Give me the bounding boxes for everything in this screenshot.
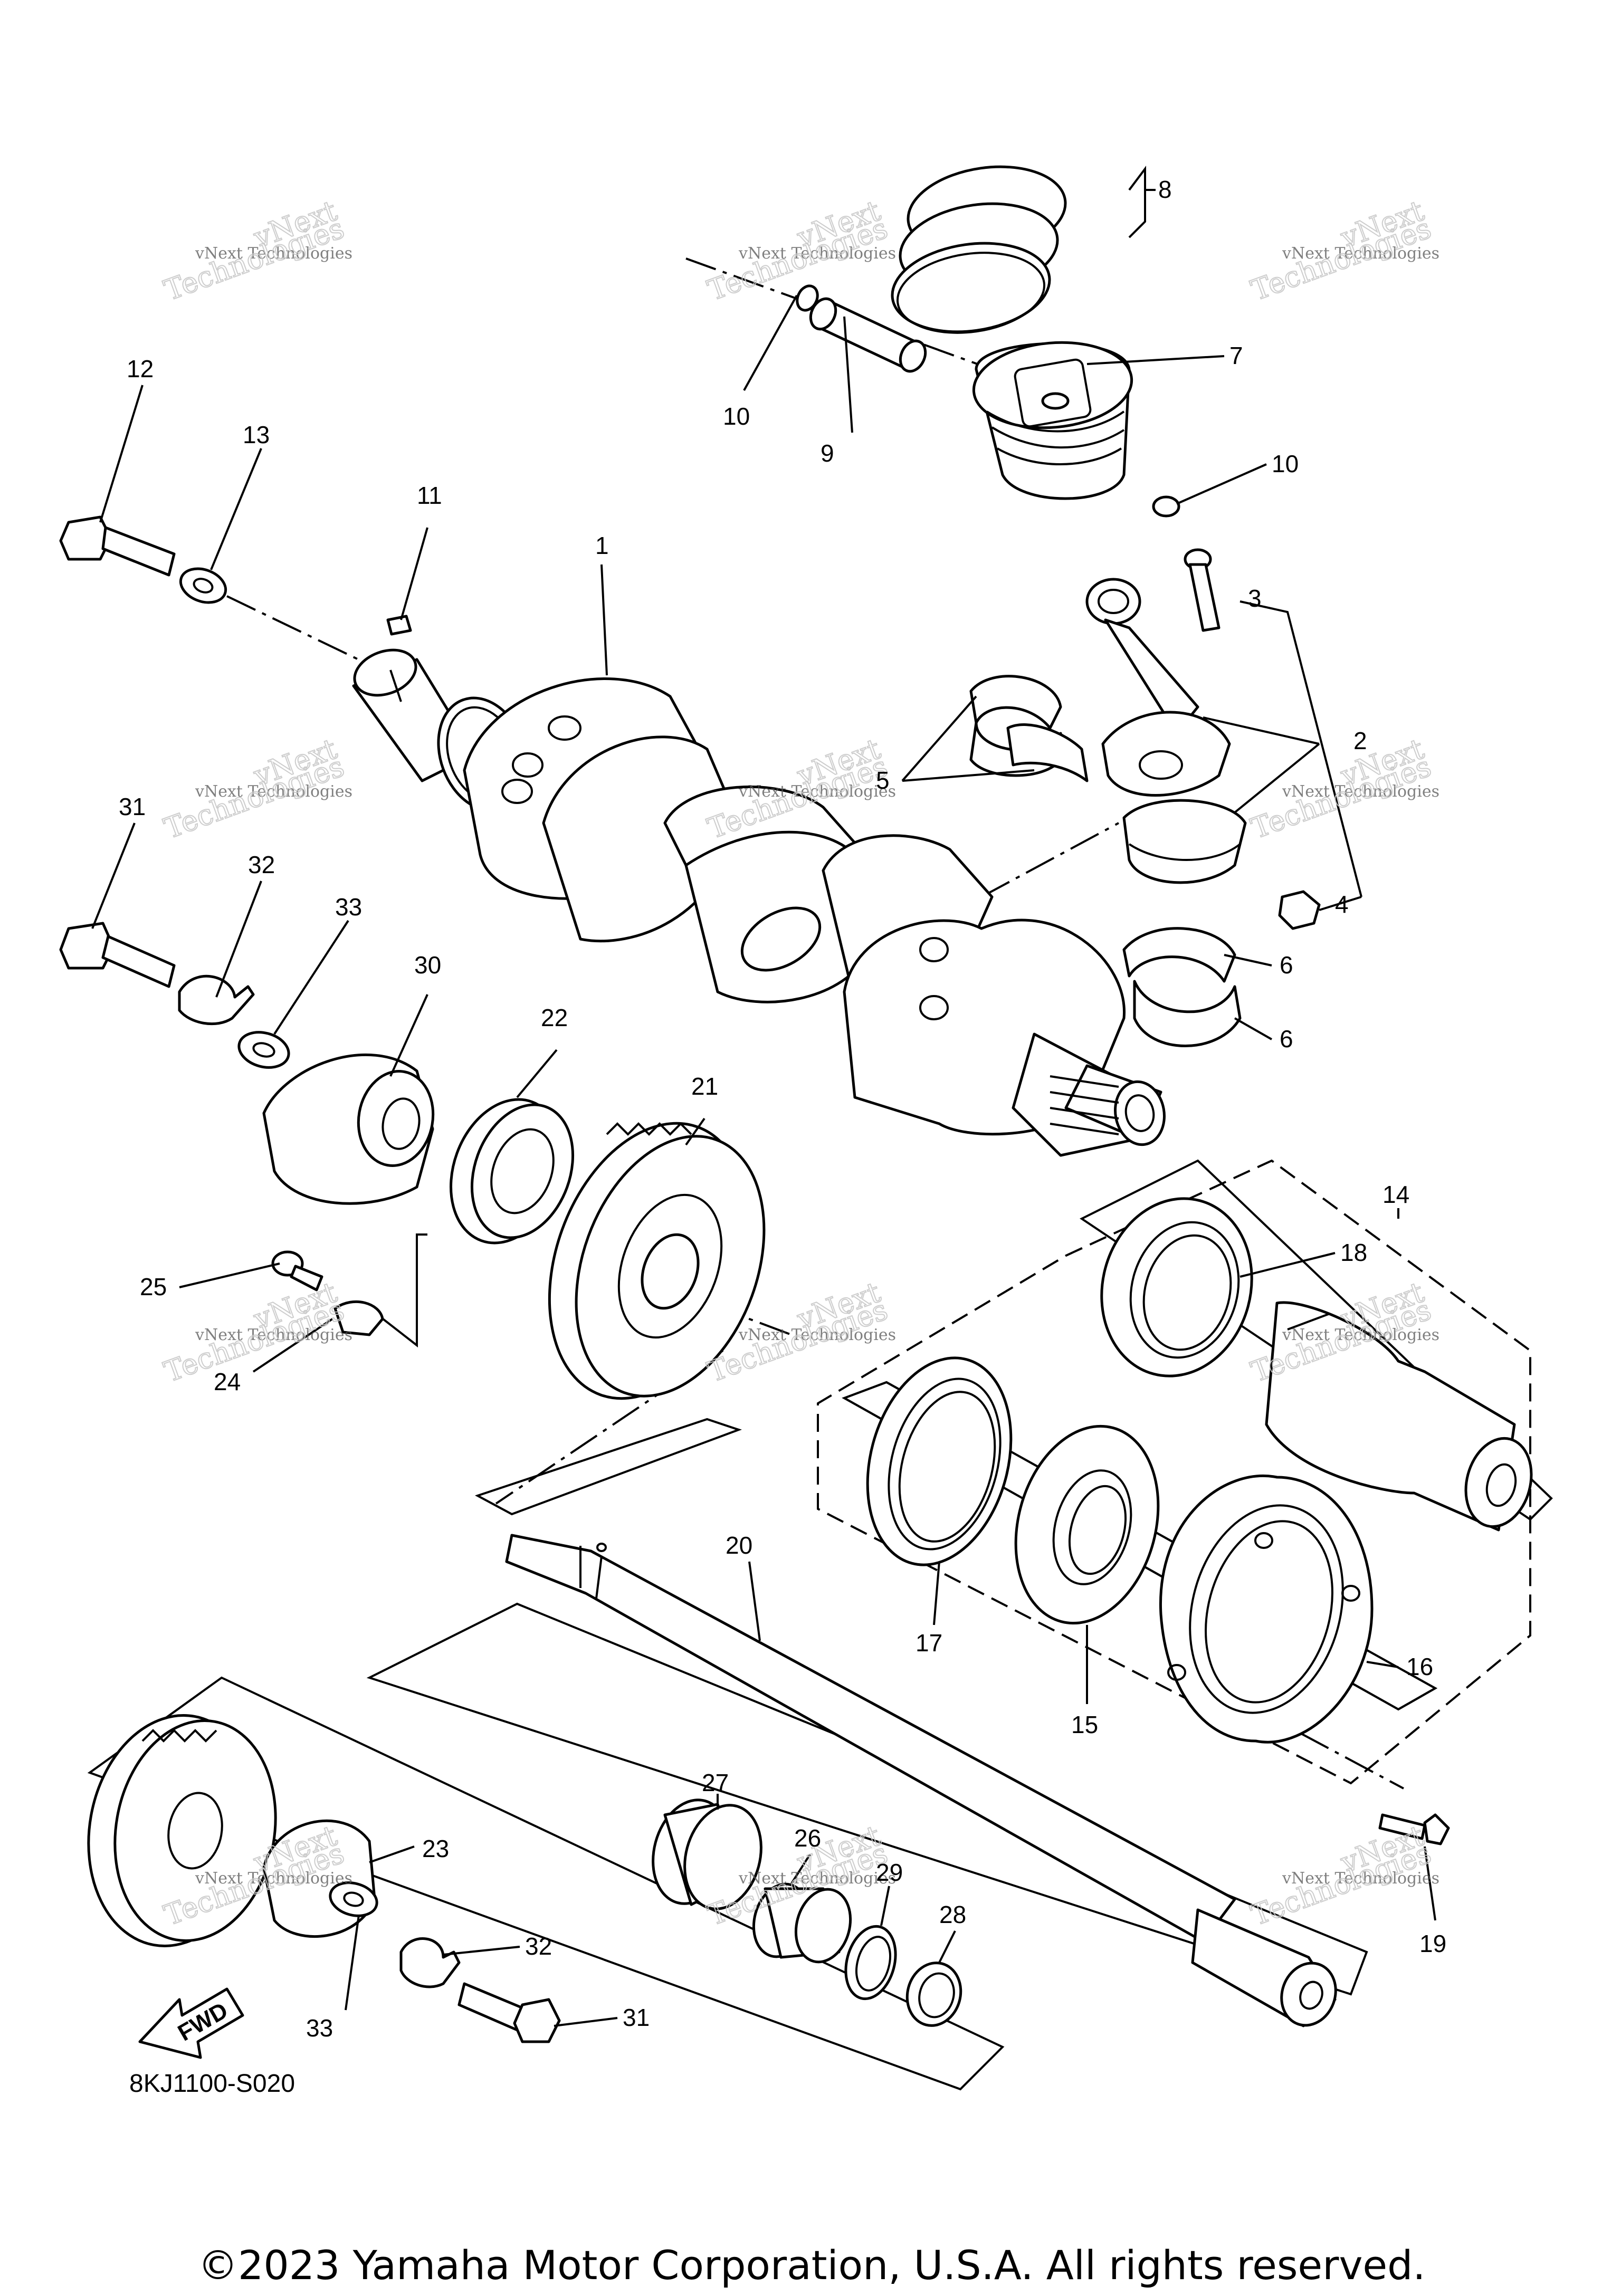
balancer-weight [262, 1053, 435, 1205]
watermark-line1: vNext Technologies [738, 1869, 896, 1888]
fwd-arrow-icon: FWD [138, 1987, 244, 2059]
watermark-line1: vNext Technologies [1282, 1869, 1439, 1888]
callout-6a: 6 [1280, 951, 1293, 979]
output-assembly [866, 1197, 1533, 1845]
circlip-left [796, 284, 819, 312]
copyright-notice: ©2023 Yamaha Motor Corporation, U.S.A. A… [198, 2242, 1426, 2289]
big-end-bearings [969, 675, 1089, 782]
callout-16: 16 [1406, 1653, 1433, 1680]
callout-6b: 6 [1280, 1025, 1293, 1053]
callout-33b: 33 [306, 2014, 333, 2042]
watermark-line1: vNext Technologies [738, 782, 896, 801]
ball-bearing [450, 1098, 575, 1245]
callout-22: 22 [541, 1004, 568, 1031]
callout-32a: 32 [248, 851, 275, 878]
circlip-right [1152, 495, 1180, 518]
callout-14: 14 [1382, 1181, 1409, 1208]
callout-27: 27 [702, 1769, 729, 1796]
callout-19: 19 [1419, 1930, 1446, 1957]
callout-17: 17 [916, 1629, 942, 1657]
callout-13: 13 [243, 421, 270, 448]
lower-balancer [87, 1714, 561, 2043]
watermark-line1: vNext Technologies [1282, 1326, 1439, 1344]
callout-8: 8 [1158, 176, 1172, 203]
callout-31a: 31 [119, 793, 146, 820]
callout-23: 23 [422, 1835, 449, 1862]
callout-2: 2 [1353, 727, 1367, 754]
callout-9: 9 [821, 439, 834, 467]
callout-15: 15 [1071, 1711, 1098, 1738]
watermark-line1: vNext Technologies [738, 244, 896, 263]
primary-gear [548, 1122, 766, 1400]
leader-lines [91, 166, 1436, 2027]
drive-shaft [505, 1534, 1337, 2027]
crank-spline-lines [1050, 1075, 1119, 1135]
callout-12: 12 [127, 355, 154, 382]
callout-5: 5 [876, 767, 890, 794]
callout-33a: 33 [335, 893, 362, 921]
main-bearings [1122, 927, 1242, 1047]
watermark-line1: vNext Technologies [738, 1326, 896, 1344]
watermark-line1: vNext Technologies [1282, 244, 1439, 263]
woodruff-key [386, 615, 412, 636]
callout-10a: 10 [723, 403, 750, 430]
callout-10b: 10 [1272, 450, 1299, 477]
watermark-line1: vNext Technologies [195, 1326, 352, 1344]
callout-32b: 32 [525, 1933, 552, 1960]
left-bolt-group [59, 515, 290, 1069]
callout-11: 11 [417, 482, 442, 509]
callout-26: 26 [794, 1824, 821, 1852]
piston-rings [891, 165, 1067, 334]
assembly-boxes [87, 1159, 1553, 2091]
callout-24: 24 [214, 1368, 241, 1395]
callout-1: 1 [595, 532, 609, 559]
callout-28: 28 [939, 1901, 966, 1928]
callout-7: 7 [1229, 342, 1243, 369]
diagram-code: 8KJ1100-S020 [129, 2070, 295, 2098]
callout-25: 25 [140, 1273, 167, 1300]
watermark-line1: vNext Technologies [195, 782, 352, 801]
callout-31b: 31 [623, 2004, 650, 2031]
callout-labels: 1 2 3 4 5 6 6 7 8 9 10 10 11 12 13 14 15… [119, 176, 1446, 2042]
watermark-line1: vNext Technologies [195, 1869, 352, 1888]
crankshaft [352, 615, 1166, 1157]
piston [972, 341, 1133, 500]
callout-21: 21 [691, 1073, 718, 1100]
callout-20: 20 [726, 1532, 752, 1559]
callout-3: 3 [1248, 585, 1262, 612]
watermark-line1: vNext Technologies [1282, 782, 1439, 801]
callout-30: 30 [414, 951, 441, 979]
connecting-rod [1085, 548, 1321, 930]
callout-29: 29 [876, 1859, 903, 1886]
watermark-line1: vNext Technologies [195, 244, 352, 263]
screw-and-plate [271, 1250, 384, 1336]
callout-18: 18 [1340, 1239, 1367, 1266]
piston-pin [809, 297, 927, 373]
lower-parts [652, 1798, 962, 2027]
callout-4: 4 [1335, 891, 1349, 918]
